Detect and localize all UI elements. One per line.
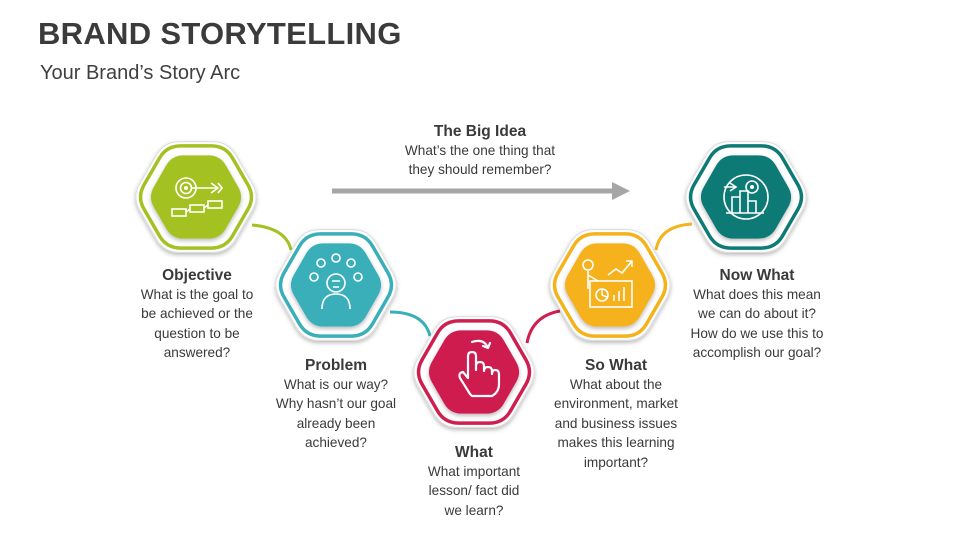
step-line: How do we use this to <box>690 325 824 341</box>
step-heading: Now What <box>719 267 795 284</box>
hex-node-so-what <box>549 229 671 341</box>
step-line: environment, market <box>554 396 678 412</box>
step-line: makes this learning <box>557 435 675 451</box>
hex-colored-ring <box>688 144 804 250</box>
step-heading: What <box>455 444 493 461</box>
connector-problem-what <box>389 310 432 337</box>
hex-node-what <box>413 316 535 428</box>
big-idea-line: they should remember? <box>408 162 552 178</box>
step-line: What important <box>427 464 521 479</box>
page-title: BRAND STORYTELLING <box>38 16 402 51</box>
step-label-problem: Problem What is our way? Why hasn’t our … <box>252 356 420 453</box>
step-heading: So What <box>585 357 647 374</box>
hex-colored-ring <box>138 144 254 250</box>
step-line: already been <box>296 415 376 431</box>
step-line: we learn? <box>444 502 504 518</box>
page-subtitle: Your Brand’s Story Arc <box>40 62 241 84</box>
step-line: answered? <box>163 345 231 361</box>
hex-colored-ring <box>552 232 668 338</box>
big-idea-line: What’s the one thing that <box>404 143 556 158</box>
step-line: important? <box>583 454 649 470</box>
step-label-so-what: So What What about the environment, mark… <box>534 356 698 472</box>
step-label-objective: Objective What is the goal to be achieve… <box>113 266 281 363</box>
big-idea-heading: The Big Idea <box>433 123 527 140</box>
connector-objective-problem <box>251 223 293 251</box>
step-line: be achieved or the <box>141 306 253 322</box>
hex-colored-ring <box>278 232 394 338</box>
hand-pointer-icon <box>458 339 501 398</box>
step-line: What is the goal to <box>140 287 254 302</box>
step-line: Why hasn’t our goal <box>275 396 397 412</box>
person-ideas-icon <box>309 253 363 310</box>
step-label-now-what: Now What What does this mean we can do a… <box>673 266 841 363</box>
connector-lines <box>251 222 693 344</box>
big-idea-label: The Big Idea What’s the one thing that t… <box>360 122 600 180</box>
step-line: question to be <box>154 325 240 341</box>
hex-node-objective <box>135 141 257 253</box>
hex-inner-fill <box>150 155 242 239</box>
step-line: lesson/ fact did <box>428 483 520 499</box>
step-line: What is our way? <box>283 377 389 392</box>
step-heading: Objective <box>162 267 232 284</box>
hex-inner-fill <box>700 155 792 239</box>
step-line: achieved? <box>305 435 367 451</box>
hex-node-problem <box>275 229 397 341</box>
city-target-icon <box>723 174 769 220</box>
step-line: and business issues <box>554 415 678 431</box>
step-label-what: What What important lesson/ fact did we … <box>390 443 558 520</box>
hex-node-now-what <box>685 141 807 253</box>
step-line: we can do about it? <box>698 306 816 322</box>
hex-colored-ring <box>416 319 532 425</box>
step-heading: Problem <box>304 357 367 374</box>
step-line: What does this mean <box>693 287 821 302</box>
big-idea-arrow <box>332 182 630 200</box>
connector-sowhat-nowwhat <box>654 222 693 251</box>
connector-what-sowhat <box>525 309 561 344</box>
target-flowchart-icon <box>171 177 224 217</box>
presentation-chart-icon <box>582 259 633 308</box>
hex-inner-fill <box>290 243 382 327</box>
step-line: What about the <box>569 377 663 392</box>
step-line: accomplish our goal? <box>692 345 822 361</box>
